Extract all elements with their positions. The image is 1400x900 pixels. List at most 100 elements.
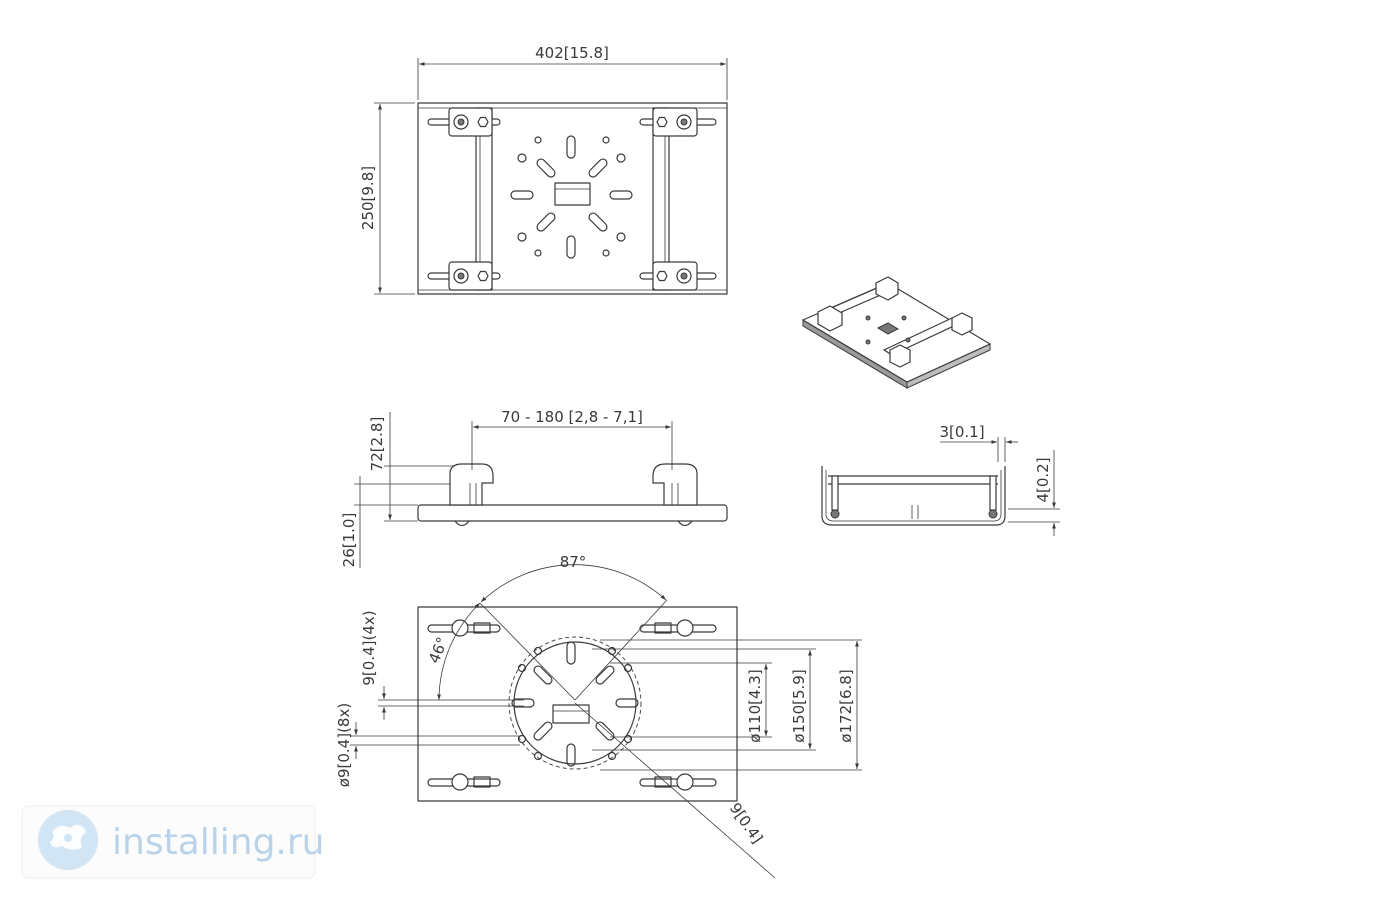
bolt-core [457, 118, 465, 126]
logo-dot [64, 834, 72, 842]
end-channel [821, 466, 1006, 526]
diameter-172-label: ø172[6.8] [837, 669, 855, 742]
height-dimension-label: 250[9.8] [359, 166, 377, 230]
radial-slot [510, 190, 534, 200]
mount-hole [533, 646, 543, 656]
end-post [831, 475, 839, 511]
mount-hole [517, 153, 527, 163]
center-cutout [552, 704, 590, 724]
radial-slot [588, 212, 608, 232]
hole-8x-label: ø9[0.4](8x) [335, 703, 353, 787]
hex-nut-icon [656, 116, 668, 128]
angle-87-label: 87° [560, 553, 587, 571]
mount-hole [602, 249, 610, 257]
radial-slot [566, 235, 576, 259]
end-foot [830, 509, 840, 519]
base-height-label: 26[1.0] [340, 513, 358, 568]
mount-hole [517, 232, 527, 242]
radial-slot [511, 698, 535, 708]
mount-hole [616, 153, 626, 163]
hex-nut-icon [477, 116, 489, 128]
radial-slot [566, 641, 576, 665]
mount-hole [517, 663, 527, 673]
hex-nut-icon [656, 270, 668, 282]
right-riser [652, 463, 698, 506]
mount-hole [602, 136, 610, 144]
side-plate [417, 504, 728, 522]
mount-hole [517, 734, 527, 744]
slot-tab [473, 776, 491, 788]
bolt-core [680, 272, 688, 280]
bolt-head [676, 619, 694, 637]
left-riser [449, 463, 494, 506]
angle-46-label: 46° [425, 634, 452, 665]
hole-4x-label: 9[0.4](4x) [360, 610, 378, 685]
side-foot [454, 520, 470, 527]
end-view: 3[0.1] 4[0.2] [821, 423, 1060, 536]
mount-hole [623, 663, 633, 673]
diameter-110-label: ø110[4.3] [746, 669, 764, 742]
bolt-head [676, 773, 694, 791]
radial-slot [536, 212, 556, 232]
end-channel-inner [825, 470, 1002, 522]
center-hole-pattern [510, 135, 633, 259]
radial-slot [533, 721, 553, 741]
top-view: 402[15.8] 250[9.8] [359, 44, 728, 295]
side-view: 70 - 180 [2,8 - 7,1] 72[2.8] 26[1.0] [340, 408, 728, 568]
bottom-plate-outline [417, 606, 738, 802]
radial-slot [588, 158, 608, 178]
mounting-plate-outline [417, 102, 728, 295]
offset-dimension-label: 3[0.1] [939, 423, 984, 441]
bolt-core [457, 272, 465, 280]
radial-slot [566, 743, 576, 767]
bottom-view: 87° 46° 9[0.4](4x) ø9[0.4](8x) ø110[4.3]… [335, 553, 862, 879]
iso-mount-hole [901, 315, 907, 321]
center-cutout [554, 182, 591, 206]
watermark: installing.ru [21, 805, 324, 879]
mount-hole [623, 734, 633, 744]
radial-slot [595, 665, 615, 685]
isometric-view [801, 276, 992, 389]
radial-slot [566, 135, 576, 159]
iso-mount-hole [905, 337, 911, 343]
iso-clamp-block [889, 344, 911, 368]
iso-clamp-block [875, 276, 899, 301]
installing-logo-icon [38, 810, 98, 870]
riser-height-label: 72[2.8] [368, 417, 386, 472]
angle-ray [574, 599, 668, 701]
diameter-150-label: ø150[5.9] [790, 669, 808, 742]
iso-clamp-block [951, 312, 973, 336]
mount-hole [533, 751, 543, 761]
iso-mount-hole [865, 339, 871, 345]
angle-arc-46 [437, 602, 481, 701]
angle-ray [574, 702, 776, 879]
side-foot [677, 520, 693, 527]
watermark-text: installing.ru [112, 822, 324, 863]
slot-tab [654, 776, 672, 788]
mount-hole [607, 646, 617, 656]
iso-clamp-block [817, 305, 843, 332]
hex-nut-icon [477, 270, 489, 282]
slot-width-label: 9[0.4] [726, 799, 767, 846]
mount-hole [607, 751, 617, 761]
end-post [989, 475, 997, 511]
mount-hole [534, 136, 542, 144]
radial-slot [609, 190, 633, 200]
span-dimension-label: 70 - 180 [2,8 - 7,1] [501, 408, 643, 426]
mount-hole [534, 249, 542, 257]
end-height-label: 4[0.2] [1034, 457, 1052, 502]
radial-slot [595, 721, 615, 741]
radial-slot [615, 698, 639, 708]
bolt-circle-outer [508, 636, 642, 770]
mount-hole [616, 232, 626, 242]
iso-center-cutout [876, 322, 900, 335]
watermark-background [21, 805, 316, 879]
slot-tab [654, 622, 672, 634]
iso-mount-hole [865, 315, 871, 321]
radial-slot [536, 158, 556, 178]
bolt-core [680, 118, 688, 126]
end-foot [988, 509, 998, 519]
bolt-head [451, 773, 469, 791]
width-dimension-label: 402[15.8] [535, 44, 609, 62]
